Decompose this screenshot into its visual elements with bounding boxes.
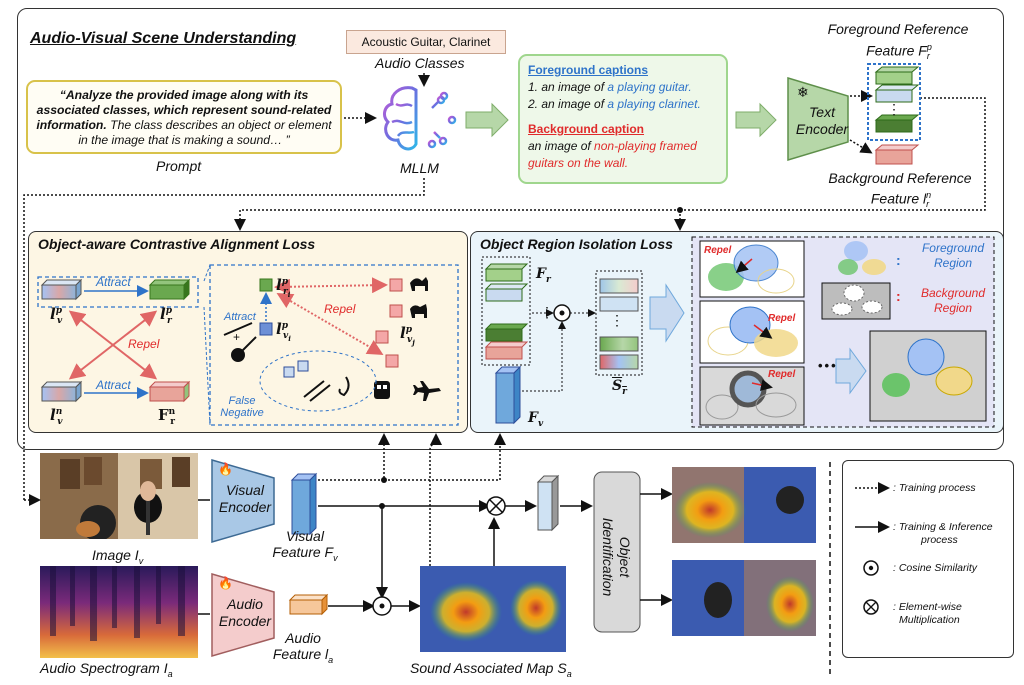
oca-diagram: + (37, 264, 459, 426)
captions-box: Foreground captions 1. an image of a pla… (518, 54, 728, 184)
spectrogram-label: Audio Spectrogram Ia (40, 660, 173, 679)
label-lvpj: lpvj (400, 324, 415, 347)
legend-symbols (855, 482, 890, 615)
oca-attract-bottom: Attract (96, 378, 131, 392)
visual-encoder-shape (211, 459, 275, 543)
prompt-label: Prompt (156, 158, 202, 174)
fg-caption-1-prefix: 1. an image of (528, 80, 608, 94)
label-lvpi: lpvi (276, 320, 291, 343)
audio-encoder-shape (211, 573, 275, 657)
input-image (40, 453, 198, 539)
fg-captions-title: Foreground captions (528, 63, 648, 77)
bg-caption-object: non-playing framed guitars on the wall. (528, 139, 697, 170)
sound-map-label: Sound Associated Map Sa (410, 660, 572, 679)
ori-title: Object Region Isolation Loss (480, 236, 673, 252)
audio-classes-box: Acoustic Guitar, Clarinet (346, 30, 506, 54)
svg-text:+: + (233, 330, 240, 344)
svg-text::: : (896, 252, 901, 268)
fg-caption-2-object: a playing clarinet. (607, 97, 701, 111)
bg-ref-label: Background Reference Feature lnr (828, 170, 972, 210)
fg-caption-2-prefix: 2. an image of (528, 97, 608, 111)
label-fv: Fv (528, 410, 544, 429)
snowflake-icon: ❄ (797, 84, 809, 100)
text-encoder-shape (787, 76, 849, 162)
legend-cosine: : Cosine Similarity (893, 562, 978, 574)
prompt-text-bold: “Analyze the provided image along with i… (36, 88, 332, 132)
oca-attract-top: Attract (96, 275, 131, 289)
prompt-box: “Analyze the provided image along with i… (26, 80, 342, 154)
diagram-title: Audio-Visual Scene Understanding (30, 30, 297, 47)
repel-label-2: Repel (768, 313, 796, 324)
audio-spectrogram (40, 566, 198, 658)
mllm-label: MLLM (400, 160, 439, 176)
label-fr: Fr (536, 266, 551, 285)
label-lvn: lnv (50, 406, 63, 427)
flame-icon-audio: 🔥 (218, 576, 233, 590)
sr-vdots: ⋮ (610, 312, 624, 328)
fr-vdots: ⋮ (540, 304, 554, 320)
label-lrpi: lpri (276, 276, 291, 299)
prompt-text-rest: The class describes an object or element… (78, 118, 332, 147)
fg-ref-cubes: ⋮ (867, 63, 921, 165)
legend-box: : Training process : Training & Inferenc… (842, 460, 1014, 658)
svg-text::: : (896, 288, 901, 304)
oca-attract-sub: Attract (224, 311, 256, 323)
fg-caption-1-object: a playing guitar. (607, 80, 692, 94)
label-lrp: lpr (160, 305, 172, 326)
oca-repel-main: Repel (128, 337, 160, 351)
bg-caption-prefix: an image of (528, 139, 595, 153)
ori-dots: ••• (818, 358, 838, 373)
oca-title: Object-aware Contrastive Alignment Loss (38, 236, 316, 252)
ori-diagram: : : (481, 236, 995, 428)
fg-ref-label: Foreground Reference Feature Fpr (827, 21, 969, 62)
label-frn: Fnr (158, 406, 176, 427)
flame-icon: 🔥 (218, 462, 233, 476)
brain-icon (383, 86, 457, 151)
repel-label-1: Repel (704, 245, 732, 256)
oca-repel-sub: Repel (324, 302, 356, 316)
svg-text:⋮: ⋮ (887, 101, 901, 117)
bg-caption-title: Background caption (528, 122, 645, 136)
label-sr: Sr (612, 378, 627, 397)
audio-classes-label: Audio Classes (375, 55, 465, 71)
repel-label-3: Repel (768, 369, 796, 380)
label-lvp: lpv (50, 305, 63, 326)
legend-training: : Training process (893, 482, 976, 494)
image-label: Image Iv (92, 547, 144, 566)
